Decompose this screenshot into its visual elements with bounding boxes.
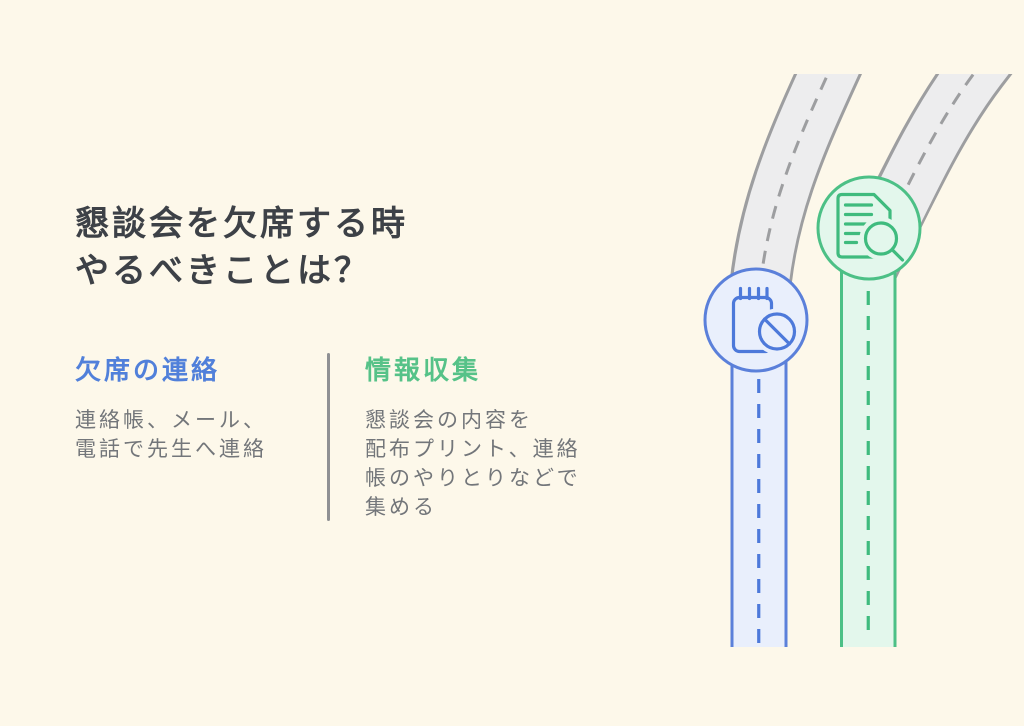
- info-badge: [816, 175, 922, 281]
- info-road: [840, 226, 897, 647]
- absence-heading: 欠席の連絡: [75, 355, 221, 385]
- page-title-line-2: やるべきことは？: [75, 252, 371, 290]
- absence-column: 欠席の連絡 連絡帳、メール、 電話で先生へ連絡: [75, 355, 320, 464]
- info-column: 情報収集 懇談会の内容を 配布プリント、連絡 帳のやりとりなどで 集める: [365, 355, 620, 522]
- absence-body: 連絡帳、メール、 電話で先生へ連絡: [75, 409, 267, 461]
- info-body: 懇談会の内容を 配布プリント、連絡 帳のやりとりなどで 集める: [365, 409, 581, 519]
- page-title: 懇談会を欠席する時 やるべきことは？: [75, 201, 408, 295]
- absence-badge: [703, 267, 809, 373]
- document-search-icon: [836, 192, 905, 262]
- column-divider: [327, 353, 330, 521]
- info-heading: 情報収集: [365, 355, 482, 385]
- page-title-line-1: 懇談会を欠席する時: [75, 205, 408, 243]
- notepad-cancel-icon: [731, 286, 800, 355]
